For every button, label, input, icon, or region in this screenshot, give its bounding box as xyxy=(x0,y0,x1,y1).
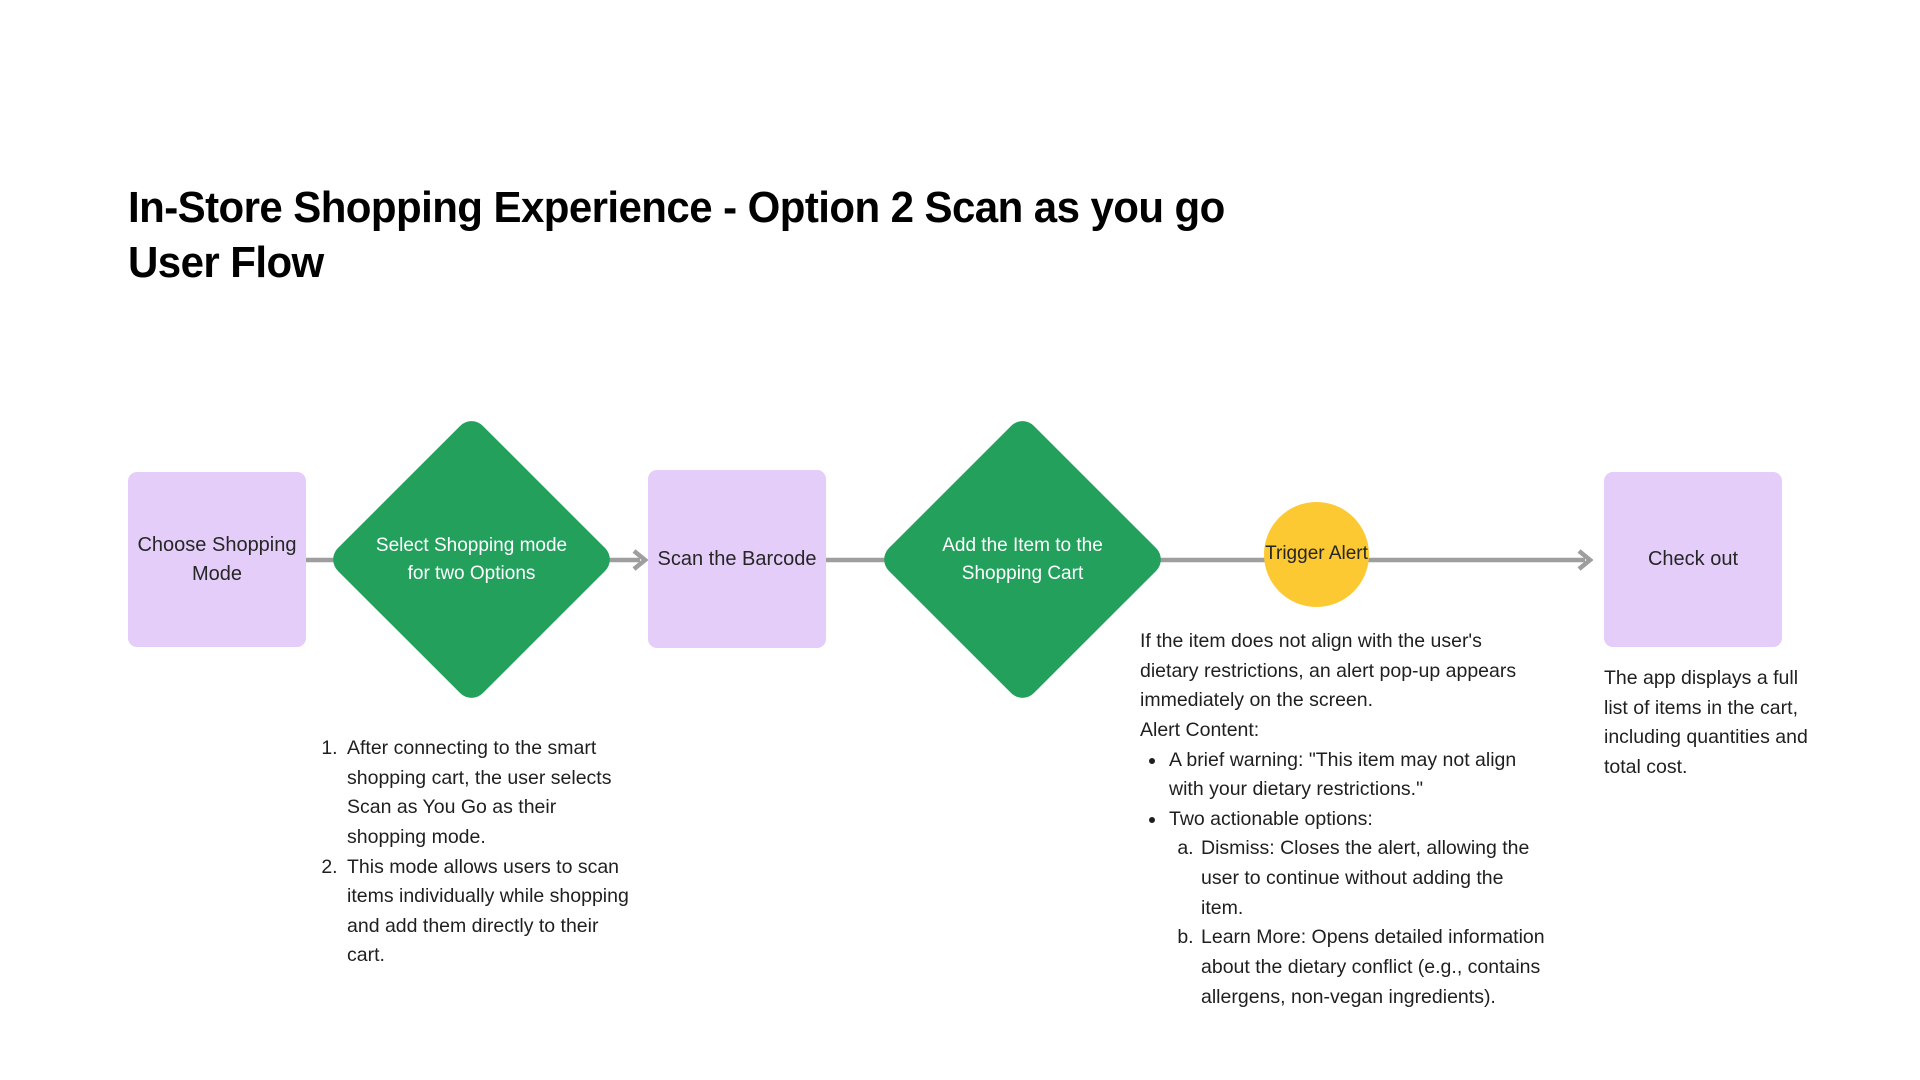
list-item: This mode allows users to scan items ind… xyxy=(343,853,636,972)
list-item: Dismiss: Closes the alert, allowing the … xyxy=(1199,834,1545,923)
node-label: Check out xyxy=(1647,548,1739,570)
node-scan-the-barcode[interactable]: Scan the Barcode xyxy=(648,470,826,648)
node-choose-shopping-mode[interactable]: Choose Shopping Mode xyxy=(128,472,306,647)
note-checkout: The app displays a full list of items in… xyxy=(1604,664,1814,783)
list-item-label: Two actionable options: xyxy=(1169,807,1373,830)
note-shopping-mode: After connecting to the smart shopping c… xyxy=(316,734,636,971)
shopping-mode-steps: After connecting to the smart shopping c… xyxy=(316,734,636,971)
node-label: Choose Shopping Mode xyxy=(137,533,297,585)
node-trigger-alert[interactable]: Trigger Alert xyxy=(1264,502,1369,607)
node-select-shopping-mode[interactable]: Select Shopping mode for two Options xyxy=(326,414,617,705)
node-check-out[interactable]: Check out xyxy=(1604,472,1782,647)
node-label: Trigger Alert xyxy=(1265,543,1368,565)
list-item: Learn More: Opens detailed information a… xyxy=(1199,923,1545,1012)
node-label: Select Shopping mode for two Options xyxy=(375,534,568,584)
node-label: Add the Item to the Shopping Cart xyxy=(942,534,1103,584)
connector-trigger-to-checkout xyxy=(1368,549,1593,571)
checkout-description: The app displays a full list of items in… xyxy=(1604,667,1808,778)
alert-bullets: A brief warning: "This item may not alig… xyxy=(1140,746,1545,1013)
node-label: Scan the Barcode xyxy=(657,547,817,570)
page-title: In-Store Shopping Experience - Option 2 … xyxy=(128,183,1225,288)
alert-intro-line-2: Alert Content: xyxy=(1140,718,1260,741)
list-item: Two actionable options: Dismiss: Closes … xyxy=(1167,805,1545,1012)
list-item: A brief warning: "This item may not alig… xyxy=(1167,746,1545,805)
list-item: After connecting to the smart shopping c… xyxy=(343,734,636,853)
alert-intro-line-1: If the item does not align with the user… xyxy=(1140,630,1517,712)
note-alert: If the item does not align with the user… xyxy=(1140,627,1545,1012)
alert-options: Dismiss: Closes the alert, allowing the … xyxy=(1169,834,1545,1012)
node-add-item-to-cart[interactable]: Add the Item to the Shopping Cart xyxy=(877,414,1168,705)
